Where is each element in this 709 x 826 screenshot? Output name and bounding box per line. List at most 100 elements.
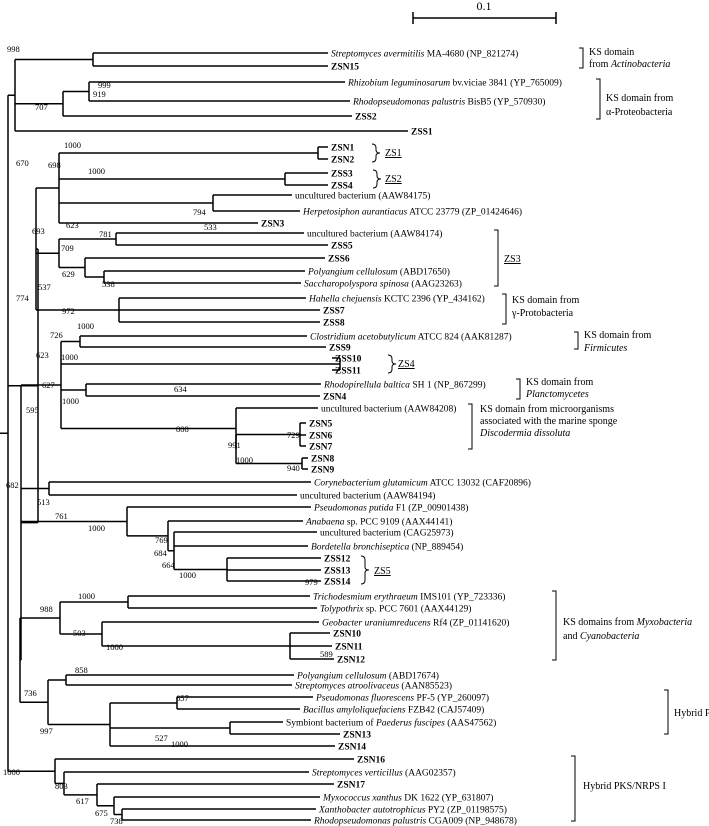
- leaf-label-L40: ZSS12: [324, 555, 351, 565]
- bootstrap-B1000g: 1000: [88, 523, 105, 533]
- leaf-label-L5: ZSS2: [355, 113, 377, 123]
- bootstrap-B979: 979: [305, 577, 318, 587]
- leaf-label-L37: Anabaena sp. PCC 9109 (AAX44141): [305, 517, 452, 528]
- bootstrap-B998: 998: [7, 44, 20, 54]
- bracket-G7: [574, 331, 579, 350]
- group-label-G9-0: KS domain from: [526, 377, 593, 388]
- bootstrap-B670: 670: [16, 158, 29, 168]
- leaf-label-L51: Pseudomonas fluorescens PF-5 (YP_260097): [315, 693, 489, 704]
- bootstrap-B1000h: 1000: [179, 570, 196, 580]
- bracket-G2: [596, 78, 601, 120]
- leaf-label-L20: ZSS7: [323, 307, 345, 317]
- bracket-G10: [468, 403, 473, 450]
- leaf-label-L15: ZSS5: [331, 242, 353, 252]
- bootstrap-B503: 503: [73, 628, 86, 638]
- bootstrap-B675: 675: [95, 808, 108, 818]
- bracket-G8: [387, 354, 397, 374]
- bootstrap-B657: 657: [176, 693, 189, 703]
- bootstrap-B738: 738: [110, 816, 123, 826]
- bootstrap-B769: 769: [155, 535, 168, 545]
- bootstrap-B664: 664: [162, 560, 176, 570]
- bootstrap-B1000d: 1000: [61, 352, 78, 362]
- group-label-G2-0: KS domain from: [606, 93, 673, 104]
- bootstrap-B1000a: 1000: [64, 140, 81, 150]
- leaf-label-L10: ZSS4: [331, 182, 353, 192]
- bootstrap-B997: 997: [40, 726, 53, 736]
- leaf-label-L17: Polyangium cellulosum (ABD17650): [307, 267, 450, 278]
- leaf-label-L50: Streptomyces atroolivaceus (AAN85523): [295, 681, 452, 692]
- bootstrap-B589: 589: [320, 649, 333, 659]
- group-label-G10-2: Discodermia dissoluta: [479, 428, 570, 439]
- bootstrap-B629: 629: [62, 269, 75, 279]
- bootstrap-B684: 684: [154, 548, 168, 558]
- bootstrap-B623a: 623: [66, 220, 79, 230]
- bracket-G1: [579, 47, 584, 69]
- bracket-G3: [371, 143, 381, 163]
- group-label-G1-1: from Actinobacteria: [589, 59, 670, 70]
- bootstrap-B803: 803: [55, 781, 68, 791]
- bootstrap-B794: 794: [193, 207, 207, 217]
- group-label-G10-0: KS domain from microorganisms: [480, 404, 614, 415]
- bootstrap-B988: 988: [40, 604, 53, 614]
- leaf-label-L54: ZSN13: [343, 731, 371, 741]
- bootstrap-B808: 808: [176, 424, 189, 434]
- bootstrap-B623b: 623: [36, 350, 49, 360]
- leaf-label-L28: uncultured bacterium (AAW84208): [321, 404, 456, 415]
- bracket-G5: [494, 229, 499, 287]
- bootstrap-B1000f: 1000: [236, 455, 253, 465]
- group-label-G5-0: ZS3: [504, 254, 521, 265]
- leaf-label-L26: Rhodopirellula baltica SH 1 (NP_867299): [323, 380, 486, 391]
- leaf-label-L25: ZSS11: [335, 367, 361, 377]
- group-label-G4-0: ZS2: [385, 174, 402, 185]
- leaf-label-L34: Corynebacterium glutamicum ATCC 13032 (C…: [314, 478, 531, 489]
- bracket-G12: [552, 590, 557, 661]
- bootstrap-B627: 627: [42, 380, 55, 390]
- leaf-label-L42: ZSS14: [324, 578, 351, 588]
- leaf-label-L41: ZSS13: [324, 567, 351, 577]
- group-label-G14-0: Hybrid PKS/NRPS I: [583, 781, 666, 792]
- bootstrap-B1000l: 1000: [3, 767, 20, 777]
- leaf-label-L33: ZSN9: [311, 466, 334, 476]
- leaf-label-L23: ZSS9: [329, 344, 351, 354]
- bracket-G13: [664, 689, 669, 735]
- leaf-labels: Streptomyces avermitilis MA-4680 (NP_821…: [261, 49, 562, 826]
- bootstrap-B513: 513: [37, 497, 50, 507]
- leaf-label-L30: ZSN6: [309, 432, 332, 442]
- bootstrap-B736: 736: [24, 688, 37, 698]
- scale-bar: 0.1: [412, 0, 557, 24]
- bootstrap-B1000c: 1000: [77, 321, 94, 331]
- bracket-G11: [360, 555, 370, 585]
- bootstrap-B693: 693: [32, 226, 45, 236]
- bootstrap-B940: 940: [287, 463, 300, 473]
- group-label-G6-1: γ-Protobacteria: [511, 308, 574, 319]
- bootstrap-B761: 761: [55, 511, 68, 521]
- leaf-label-L16: ZSS6: [328, 255, 350, 265]
- tree-branches: [0, 52, 408, 821]
- leaf-label-L32: ZSN8: [311, 455, 334, 465]
- group-label-G12-0: KS domains from Myxobacteria: [563, 617, 692, 628]
- leaf-label-L19: Hahella chejuensis KCTC 2396 (YP_434162): [308, 294, 485, 305]
- leaf-label-L22: Clostridium acetobutylicum ATCC 824 (AAK…: [310, 332, 512, 343]
- bootstrap-B538: 538: [102, 279, 115, 289]
- group-label-G3-0: ZS1: [385, 148, 402, 159]
- leaf-label-L38: uncultured bacterium (CAG25973): [320, 528, 454, 539]
- bracket-G6: [502, 293, 507, 325]
- leaf-label-L57: Streptomyces verticillus (AAG02357): [312, 768, 456, 779]
- leaf-label-L52: Bacillus amyloliquefaciens FZB42 (CAJ574…: [303, 705, 484, 716]
- group-label-G11-0: ZS5: [374, 566, 391, 577]
- leaf-label-L60: Xanthobacter autotrophicus PY2 (ZP_01198…: [318, 805, 507, 816]
- leaf-label-L44: Tolypothrix sp. PCC 7601 (AAX44129): [320, 604, 471, 615]
- bootstrap-B999: 999: [98, 80, 111, 90]
- bootstrap-B682: 682: [6, 480, 19, 490]
- group-label-G12-1: and Cyanobacteria: [563, 631, 639, 642]
- leaf-label-L59: Myxococcus xanthus DK 1622 (YP_631807): [322, 793, 493, 804]
- leaf-label-L27: ZSN4: [323, 393, 346, 403]
- leaf-label-L58: ZSN17: [337, 781, 365, 791]
- group-label-G9-1: Planctomycetes: [525, 389, 589, 400]
- bracket-G4: [372, 169, 382, 189]
- bootstrap-B781: 781: [99, 229, 112, 239]
- leaf-label-L24: ZSS10: [335, 355, 362, 365]
